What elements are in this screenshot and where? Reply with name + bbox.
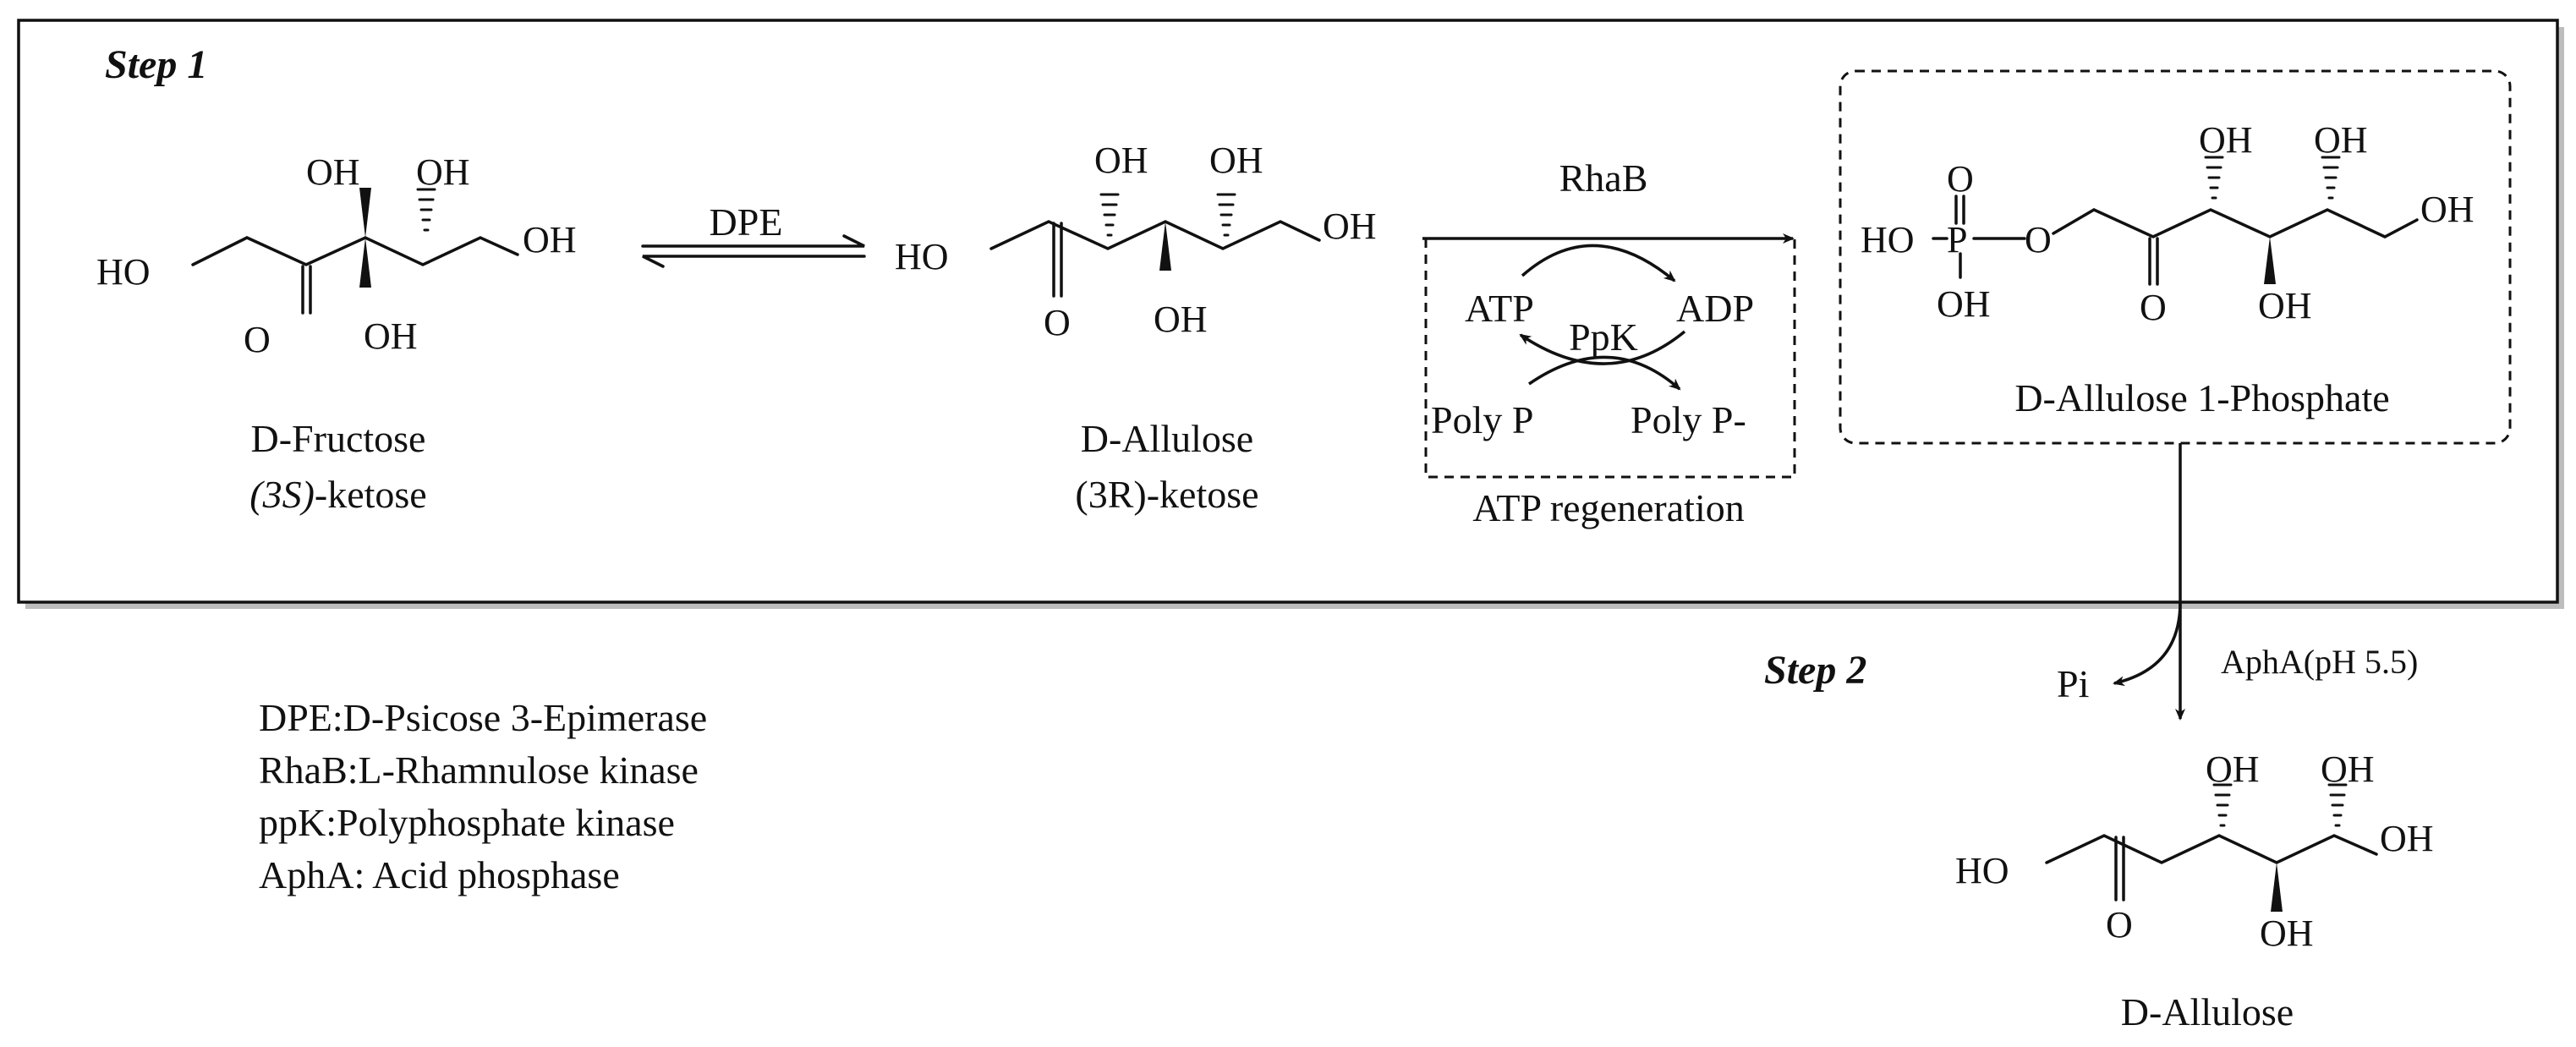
phosphate-o-ester: O	[2025, 219, 2052, 260]
legend-item-apha: AphA: Acid phosphase	[259, 853, 620, 896]
allulose-oh-c6: OH	[1323, 206, 1377, 247]
polyp-arrow	[1528, 355, 1681, 391]
product-o-carbonyl: O	[2106, 904, 2133, 946]
phosphate-oh-c6: OH	[2420, 189, 2475, 230]
allulose-oh-c4: OH	[1154, 299, 1208, 340]
phosphate-oh-c4: OH	[2258, 285, 2312, 326]
product-oh-c3: OH	[2206, 748, 2260, 790]
fructose-oh-c6: OH	[523, 219, 577, 260]
phosphate-name: D-Allulose 1-Phosphate	[2014, 376, 2389, 419]
atp-regeneration-label: ATP regeneration	[1472, 486, 1744, 529]
allulose-oh-c5: OH	[1209, 140, 1263, 181]
phosphate-ho: HO	[1861, 219, 1915, 260]
phosphate-oh-c3: OH	[2199, 119, 2253, 161]
pi-label: Pi	[2057, 662, 2089, 705]
apha-label: AphA(pH 5.5)	[2221, 643, 2418, 681]
pi-release-arrow	[2113, 601, 2182, 687]
fructose-oh-c4: OH	[364, 315, 418, 357]
polyp-label: Poly P	[1431, 398, 1533, 441]
allulose-name: D-Allulose	[1081, 417, 1253, 460]
phosphate-p: P	[1947, 219, 1967, 260]
fructose-config: (3S)-ketose	[249, 473, 426, 516]
ppk-label: PpK	[1569, 315, 1638, 359]
step1-label: Step 1	[105, 42, 207, 87]
product-ho: HO	[1955, 850, 2009, 891]
fructose-ho: HO	[96, 251, 151, 293]
legend-item-rhab: RhaB:L-Rhamnulose kinase	[259, 748, 699, 792]
legend-item-dpe: DPE:D-Psicose 3-Epimerase	[259, 696, 707, 739]
fructose-config-italic: (3S)	[249, 473, 315, 516]
rhab-label: RhaB	[1559, 156, 1648, 200]
fructose-config-rest: -ketose	[315, 473, 427, 516]
adp-to-atp-arrow	[1519, 330, 1686, 365]
fructose-oh-c3: OH	[306, 151, 360, 193]
product-oh-c4: OH	[2260, 913, 2314, 954]
product-oh-c5: OH	[2321, 748, 2375, 790]
d-allulose-product-structure: HO OH OH OH O OH	[1955, 748, 2434, 954]
fructose-o-carbonyl: O	[244, 319, 271, 360]
atp-label: ATP	[1465, 287, 1534, 330]
allulose-oh-c3: OH	[1094, 140, 1148, 181]
atp-regeneration-box	[1424, 237, 1796, 479]
d-allulose-1-phosphate-structure: HO P O O OH OH OH OH O OH	[1861, 119, 2475, 328]
dpe-equilibrium-arrow	[641, 234, 866, 268]
enzyme-legend: DPE:D-Psicose 3-Epimerase RhaB:L-Rhamnul…	[259, 696, 707, 896]
phosphate-oh-c5: OH	[2314, 119, 2368, 161]
step2-label: Step 2	[1764, 648, 1866, 693]
dpe-label: DPE	[710, 200, 783, 244]
d-allulose-structure: HO OH OH OH O OH	[895, 140, 1377, 343]
phosphate-o-carbonyl: O	[2140, 287, 2167, 328]
phosphate-o-double: O	[1947, 158, 1974, 200]
legend-item-ppk: ppK:Polyphosphate kinase	[259, 801, 675, 844]
product-oh-c6: OH	[2380, 818, 2434, 859]
adp-label: ADP	[1676, 287, 1754, 330]
allulose-config: (3R)-ketose	[1075, 473, 1258, 516]
atp-to-adp-arrow	[1521, 244, 1676, 282]
phosphate-oh-p: OH	[1937, 283, 1991, 325]
allulose-o-carbonyl: O	[1044, 302, 1071, 343]
step1-frame	[17, 19, 2559, 604]
fructose-oh-c5: OH	[416, 151, 470, 193]
allulose-ho: HO	[895, 236, 949, 277]
fructose-name: D-Fructose	[251, 417, 426, 460]
polyp-minus-label: Poly P-	[1631, 398, 1746, 441]
product-name: D-Allulose	[2121, 990, 2294, 1033]
d-fructose-structure: HO OH OH OH O OH	[96, 151, 577, 360]
